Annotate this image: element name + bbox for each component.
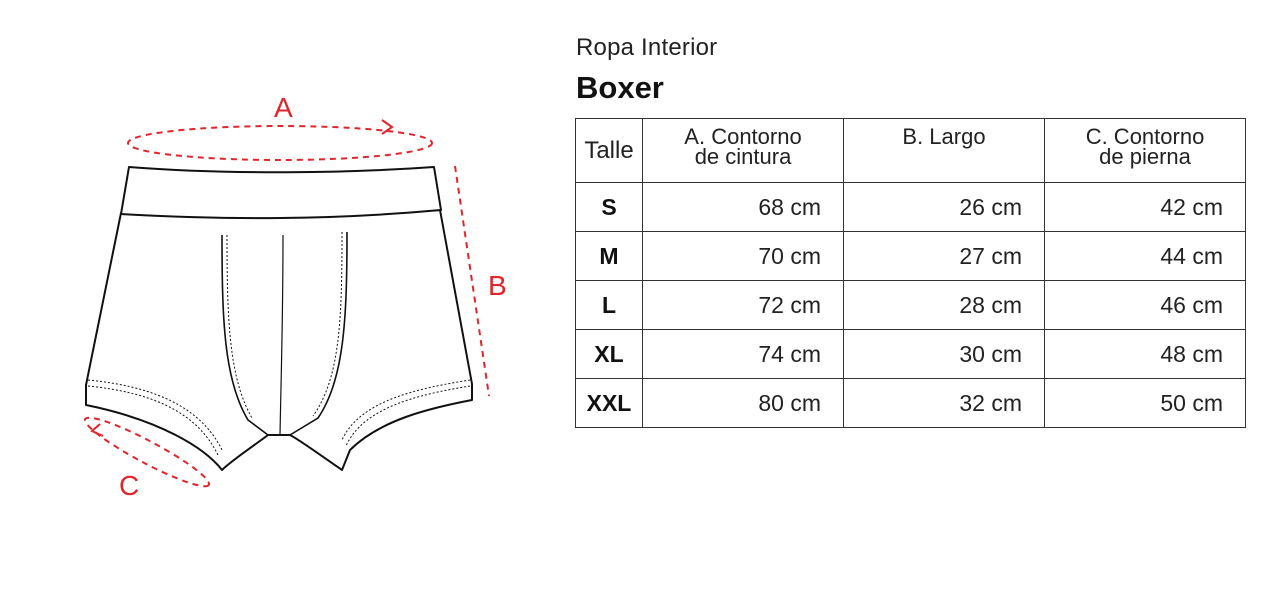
column-header-size: Talle [575, 118, 643, 183]
cell-length: 27 cm [843, 231, 1045, 281]
column-header-text: A. Contorno [684, 124, 802, 149]
column-header-length: B. Largo [843, 118, 1045, 183]
product-title: Boxer [576, 70, 664, 105]
cell-waist: 70 cm [642, 231, 844, 281]
cell-size: XXL [575, 378, 643, 428]
cell-leg: 50 cm [1044, 378, 1246, 428]
label-b: B [488, 270, 507, 301]
cell-waist: 72 cm [642, 280, 844, 330]
boxer-diagram: A B C [83, 92, 507, 501]
cell-leg: 42 cm [1044, 182, 1246, 232]
cell-size: XL [575, 329, 643, 379]
cell-size: M [575, 231, 643, 281]
cell-length: 32 cm [843, 378, 1045, 428]
cell-waist: 80 cm [642, 378, 844, 428]
cell-waist: 74 cm [642, 329, 844, 379]
leg-measure-arrow-icon [83, 416, 211, 488]
cell-leg: 46 cm [1044, 280, 1246, 330]
category-label: Ropa Interior [576, 34, 718, 61]
column-header-text: C. Contorno [1085, 124, 1205, 149]
waist-arrow-head-icon [381, 119, 394, 135]
boxer-garment-outline-icon [85, 166, 473, 471]
cell-length: 30 cm [843, 329, 1045, 379]
column-header-text: B. Largo [902, 124, 986, 149]
boxer-waistband [120, 166, 442, 220]
label-c: C [119, 470, 139, 501]
label-a: A [274, 92, 293, 123]
length-measure-line-icon [454, 165, 490, 397]
boxer-body-shape [85, 209, 473, 471]
waist-measure-arrow-icon [127, 125, 433, 161]
cell-size: L [575, 280, 643, 330]
cell-length: 26 cm [843, 182, 1045, 232]
cell-waist: 68 cm [642, 182, 844, 232]
cell-leg: 44 cm [1044, 231, 1246, 281]
column-header-text: de cintura [694, 144, 792, 169]
boxer-seams [87, 231, 471, 456]
cell-leg: 48 cm [1044, 329, 1246, 379]
column-header-text: Talle [584, 136, 634, 164]
leg-arrow-head-icon [90, 423, 104, 437]
cell-length: 28 cm [843, 280, 1045, 330]
cell-size: S [575, 182, 643, 232]
column-header-text: de pierna [1099, 144, 1191, 169]
